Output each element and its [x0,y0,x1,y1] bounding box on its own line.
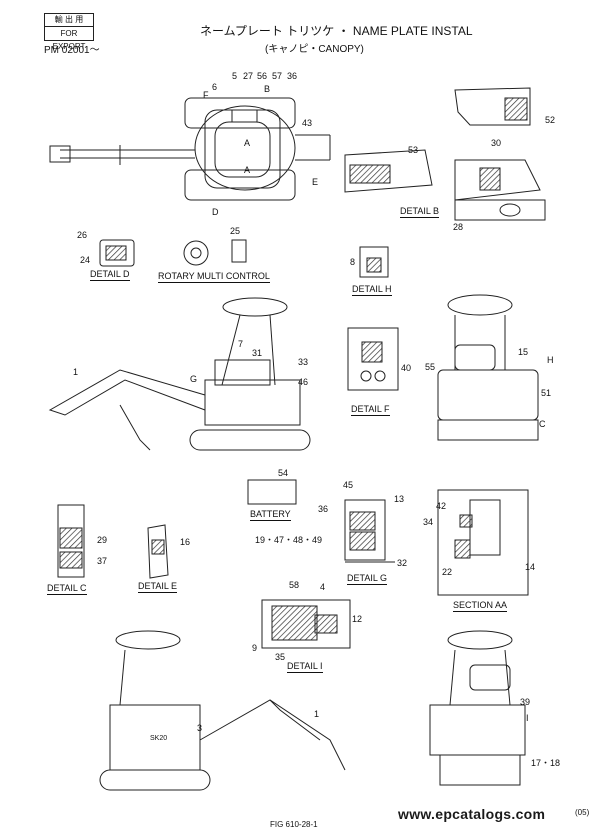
top-view-machine [49,97,331,201]
callout-39: 39 [520,697,531,707]
callout-i: I [526,713,529,723]
caption-battery: BATTERY [250,509,291,521]
callout-57: 57 [272,71,283,81]
callout-a-upper: A [244,138,251,148]
caption-section-aa: SECTION AA [453,600,508,612]
callout-29: 29 [97,535,108,545]
caption-detail-i: DETAIL I [287,661,323,673]
caption-detail-b: DETAIL B [400,206,440,218]
callout-16: 16 [180,537,191,547]
callout-a-lower: A [244,165,251,175]
callout-36: 36 [287,71,298,81]
callout-26: 26 [77,230,88,240]
callout-31: 31 [252,348,263,358]
callout-36-detail-g: 36 [318,504,329,514]
callout-g: G [190,374,198,384]
callout-37: 37 [97,556,108,566]
side-view-machine [48,297,311,451]
caption-detail-e: DETAIL E [138,581,178,593]
caption-detail-c: DETAIL C [47,583,87,595]
callout-13: 13 [394,494,405,504]
front-view-machine [437,294,539,441]
callout-c: C [539,419,546,429]
callout-24: 24 [80,255,91,265]
callout-e: E [312,177,319,187]
callout-4: 4 [320,582,326,592]
callout-b: B [264,84,271,94]
callout-1-middle: 1 [73,367,79,377]
callout-35: 35 [275,652,286,662]
callout-27: 27 [243,71,254,81]
model-range: PM 02001～ [44,45,100,56]
callout-55: 55 [425,362,436,372]
page-title: ネームプレート トリツケ ・ NAME PLATE INSTAL [200,24,473,38]
page-note: (05) [575,808,590,817]
callout-8: 8 [350,257,356,267]
caption-detail-f: DETAIL F [351,404,390,416]
bottom-side-view-machine [99,630,346,791]
callout-45: 45 [343,480,354,490]
detail-c-and-e [57,504,169,579]
callout-12: 12 [352,614,363,624]
caption-detail-d: DETAIL D [90,269,130,281]
export-stamp-jp: 輸 出 用 [45,14,93,27]
detail-i-plate [261,599,351,649]
detail-f-panel [347,327,399,391]
callout-6: 6 [212,82,218,92]
section-aa-view [437,489,529,596]
callout-34: 34 [423,517,434,527]
callout-1-bottom: 1 [314,709,320,719]
callout-d: D [212,207,219,217]
callout-17-18: 17・18 [531,758,561,768]
callout-22: 22 [442,567,453,577]
figure-number: FIG 610-28-1 [270,820,318,829]
caption-detail-g: DETAIL G [347,573,388,585]
callout-30: 30 [491,138,502,148]
callout-7: 7 [238,339,244,349]
callout-3: 3 [197,723,203,733]
callout-56: 56 [257,71,268,81]
battery-and-detail-g [247,479,395,563]
small-details-row [99,239,389,278]
callout-42: 42 [436,501,447,511]
callout-25: 25 [230,226,241,236]
caption-detail-h: DETAIL H [352,284,392,296]
export-stamp: 輸 出 用 FOR EXPORT [44,13,94,51]
caption-rotary-multi-control: ROTARY MULTI CONTROL [158,271,270,283]
callout-43: 43 [302,118,313,128]
export-stamp-en: FOR EXPORT [52,29,86,51]
callout-46: 46 [298,377,309,387]
callout-15: 15 [518,347,529,357]
callout-5: 5 [232,71,238,81]
callout-54: 54 [278,468,289,478]
callout-51: 51 [541,388,552,398]
machine-model-label: SK20 [150,735,168,742]
callout-19-47-48-49: 19・47・48・49 [255,535,323,545]
callout-f: F [203,90,209,100]
watermark: www.epcatalogs.com [398,806,546,822]
callout-32: 32 [397,558,408,568]
callout-40: 40 [401,363,412,373]
detail-b-plate-view [344,87,546,221]
callout-28: 28 [453,222,464,232]
callout-9: 9 [252,643,258,653]
callout-h: H [547,355,554,365]
callout-53: 53 [408,145,419,155]
callout-33: 33 [298,357,309,367]
bottom-front-view-machine [429,630,526,786]
callout-52: 52 [545,115,556,125]
callout-58: 58 [289,580,300,590]
callout-14: 14 [525,562,536,572]
page-subtitle: (キャノピ・CANOPY) [265,44,364,55]
